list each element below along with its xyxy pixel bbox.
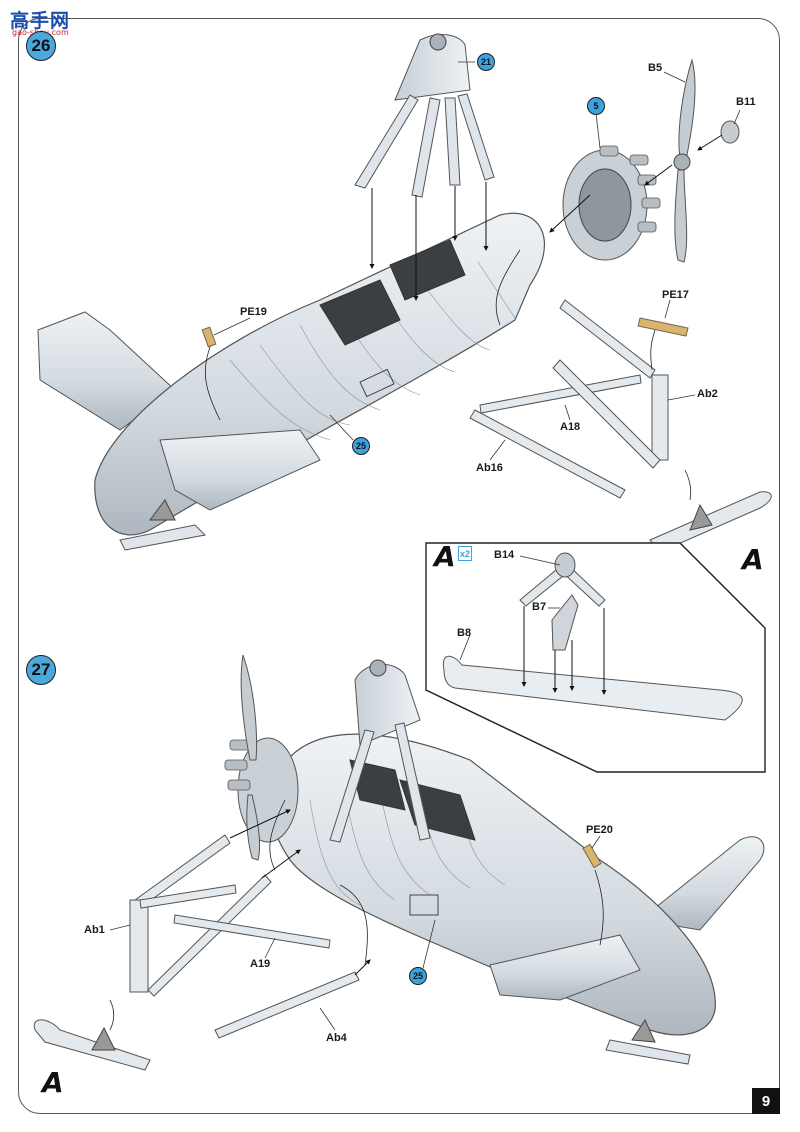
ref-badge-5: 5	[587, 97, 605, 115]
label-b7: B7	[532, 601, 547, 613]
watermark-text: 高手网	[10, 10, 71, 32]
label-a19: A19	[250, 958, 271, 970]
label-ab2: Ab2	[697, 388, 718, 400]
lower-wing-27	[489, 934, 641, 1001]
quantity-badge: x2	[458, 546, 472, 561]
rotor-pylon	[394, 34, 471, 101]
propeller-27	[240, 654, 258, 761]
tailplane-27	[638, 836, 765, 931]
label-ab1: Ab1	[84, 924, 105, 936]
view-letter-inset: A	[434, 540, 456, 573]
engine-5	[562, 145, 661, 261]
fuselage-26	[94, 212, 546, 536]
ref-badge-25-step27: 25	[409, 967, 427, 985]
ref-badge-21: 21	[477, 53, 495, 71]
label-b14: B14	[494, 549, 515, 561]
label-pe19: PE19	[240, 306, 267, 318]
label-b11: B11	[736, 96, 756, 108]
step-26-badge: 26	[26, 31, 56, 61]
propeller-26	[678, 58, 696, 161]
lower-wing-26	[159, 429, 321, 511]
landing-gear-26	[469, 299, 669, 499]
view-letter-step26: A	[742, 543, 764, 576]
ski-27	[33, 1019, 151, 1071]
label-b8: B8	[457, 627, 472, 639]
label-pe20: PE20	[586, 824, 613, 836]
page-number: 9	[752, 1088, 780, 1114]
page-frame	[18, 18, 780, 1114]
label-ab16: Ab16	[476, 462, 503, 474]
step-27-badge: 27	[26, 655, 56, 685]
view-letter-step27: A	[42, 1066, 64, 1099]
landing-gear-27	[129, 834, 360, 1039]
inset-frame	[425, 542, 766, 773]
step27-assembly	[33, 368, 765, 1071]
label-pe17: PE17	[662, 289, 689, 301]
label-b5: B5	[648, 62, 663, 74]
label-a18: A18	[560, 421, 581, 433]
inset-ski-assembly	[442, 552, 743, 721]
label-ab4: Ab4	[326, 1032, 347, 1044]
ref-badge-25-step26: 25	[352, 437, 370, 455]
step26-assembly	[37, 33, 772, 553]
